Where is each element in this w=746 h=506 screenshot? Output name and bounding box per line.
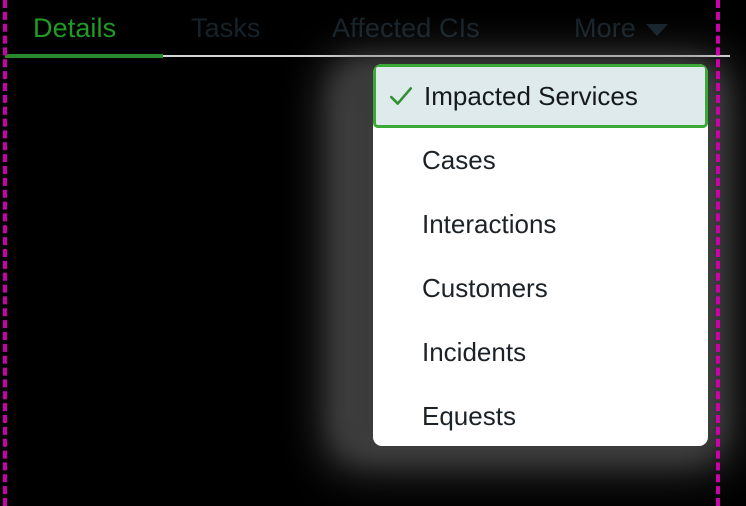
menu-item-equests[interactable]: Equests — [373, 384, 708, 446]
menu-item-label: Interactions — [422, 208, 557, 239]
chevron-down-icon — [645, 24, 668, 36]
menu-item-label: Equests — [422, 400, 516, 431]
tab-tasks[interactable]: Tasks — [191, 9, 261, 47]
check-icon — [389, 87, 413, 105]
tab-affected-cis-label: Affected CIs — [332, 13, 480, 43]
tab-details[interactable]: Details — [33, 9, 116, 47]
tab-more-label: More — [574, 13, 636, 43]
tab-details-label: Details — [33, 13, 117, 43]
tab-more[interactable]: More — [574, 9, 668, 47]
menu-item-impacted-services[interactable]: Impacted Services — [373, 64, 708, 128]
menu-item-label: Incidents — [422, 336, 527, 367]
tab-tasks-label: Tasks — [191, 13, 261, 43]
menu-item-cases[interactable]: Cases — [373, 128, 708, 192]
menu-item-interactions[interactable]: Interactions — [373, 192, 708, 256]
menu-item-label: Impacted Services — [424, 80, 638, 111]
more-dropdown-menu: Impacted Services Cases Interactions Cus… — [373, 64, 708, 446]
menu-item-customers[interactable]: Customers — [373, 256, 708, 320]
menu-item-label: Customers — [422, 272, 548, 303]
left-bound-guide — [3, 0, 7, 506]
menu-item-label: Cases — [422, 144, 496, 175]
active-tab-indicator — [5, 54, 163, 58]
tab-bar: Details Tasks Affected CIs More — [0, 0, 746, 58]
menu-item-incidents[interactable]: Incidents — [373, 320, 708, 384]
tab-bar-divider — [5, 55, 730, 57]
tab-affected-cis[interactable]: Affected CIs — [332, 9, 480, 47]
